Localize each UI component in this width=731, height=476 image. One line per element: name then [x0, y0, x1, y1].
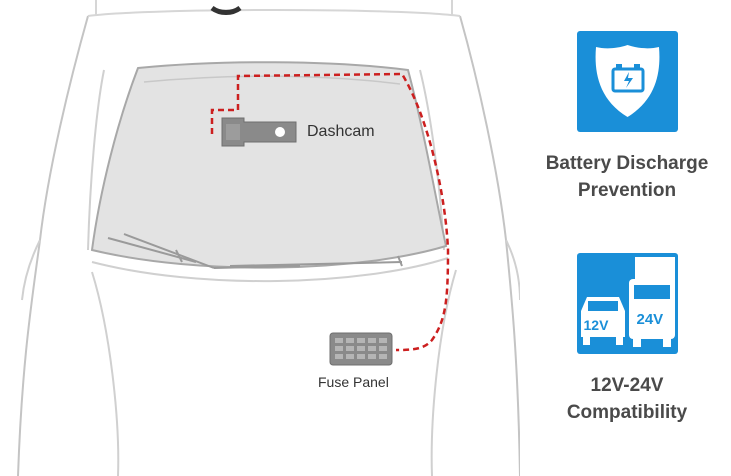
badge-12v: 12V: [583, 317, 609, 333]
car-top-view: [17, 0, 520, 476]
feature-voltage-compatibility: 12V 24V 12V-24V Compatibility: [527, 253, 727, 426]
fuse-panel-label: Fuse Panel: [318, 374, 389, 390]
badge-24v: 24V: [636, 311, 664, 328]
feature-battery-discharge: Battery Discharge Prevention: [527, 31, 727, 204]
feature-title-line2: Compatibility: [566, 402, 688, 423]
power-cable-route: [210, 72, 450, 352]
wipers: [107, 233, 403, 269]
battery-shield-icon: [576, 31, 678, 132]
feature-title-line1: Battery Discharge: [545, 153, 709, 174]
feature-title-line2: Prevention: [577, 180, 677, 201]
dashcam-icon: [221, 117, 297, 147]
dashcam-label: Dashcam: [307, 123, 375, 140]
mirror-mark: [210, 5, 242, 15]
feature-title-line1: 12V-24V: [590, 375, 664, 396]
windshield: [90, 61, 448, 269]
feature-caption: 12V-24V Compatibility: [527, 372, 727, 426]
vehicles-voltage-icon: 12V 24V: [576, 253, 678, 354]
feature-caption: Battery Discharge Prevention: [527, 150, 727, 204]
fuse-panel-icon: [329, 332, 393, 366]
